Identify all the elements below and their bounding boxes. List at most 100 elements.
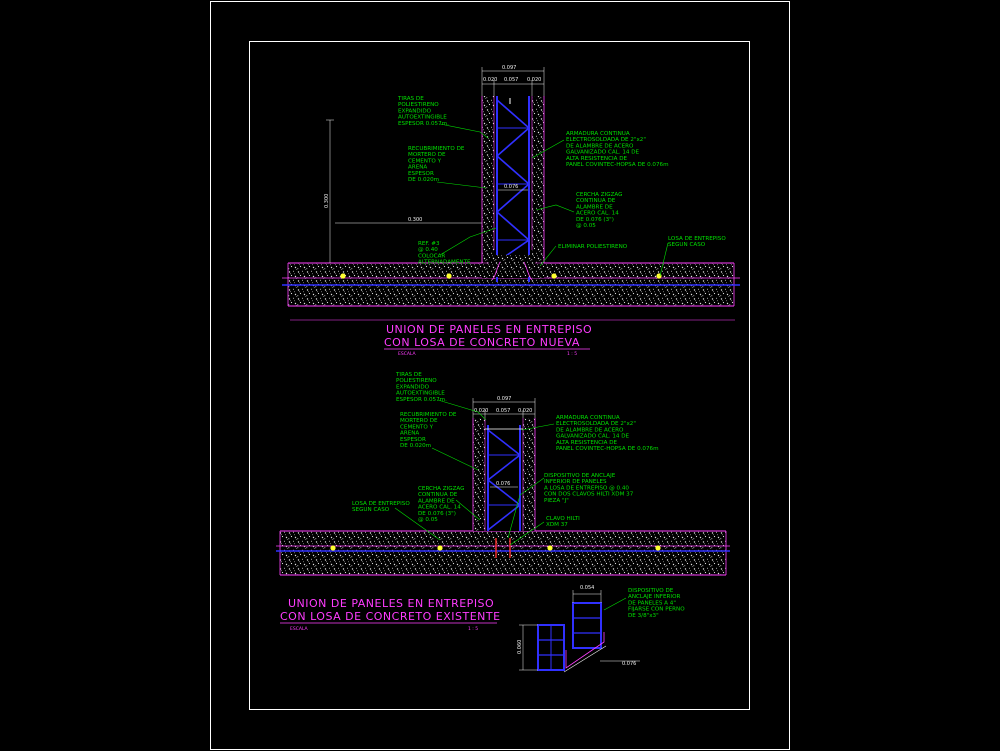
top-scale-right: 1 : 5 xyxy=(567,351,577,357)
annotation-line: XDM 37 xyxy=(546,522,568,528)
annotation-line: DE 3/8"x3" xyxy=(628,613,659,619)
annotation-line: COLOCAR xyxy=(418,253,445,259)
bottom-dim-total: 0.097 xyxy=(497,396,511,402)
annotation-line: DE ALAMBRE DE ACERO xyxy=(556,427,624,433)
bottom-scale-left: ESCALA xyxy=(290,626,309,632)
annotation-line: DISPOSITIVO DE xyxy=(628,588,674,594)
bottom-dim-left: 0.020 xyxy=(474,408,488,414)
top-leaders xyxy=(436,123,669,277)
top-wall-panel xyxy=(481,96,545,282)
annotation-line: DE 0.076 (3") xyxy=(576,217,614,223)
annotation-line: ARMADURA CONTINUA xyxy=(556,415,620,421)
annotation-line: PIEZA "J" xyxy=(544,498,569,504)
annotation-line: CEMENTO Y xyxy=(408,158,442,164)
annotation-line: GALVANIZADO CAL. 14 DE xyxy=(566,150,640,156)
bottom-scale-right: 1 : 5 xyxy=(468,626,478,632)
annotation-line: ARMADURA CONTINUA xyxy=(566,131,630,137)
bottom-slab xyxy=(276,530,730,576)
bottom-dimensions xyxy=(472,398,536,488)
annotation-line: PANEL COVINTEC-HOPSA DE 0.076m xyxy=(566,162,669,168)
annotation-line: CERCHA ZIGZAG xyxy=(418,486,464,492)
annotation-line: CERCHA ZIGZAG xyxy=(576,192,622,198)
bottom-dim-inner: 0.076 xyxy=(496,481,510,487)
annotation-line: MORTERO DE xyxy=(400,418,438,424)
annotation-line: ARENA xyxy=(400,431,419,437)
top-note-eliminar: ELIMINAR POLIESTIRENO xyxy=(558,244,628,250)
top-title-line2: CON LOSA DE CONCRETO NUEVA xyxy=(384,336,580,349)
annotation-line: ALTA RESISTENCIA DE xyxy=(566,156,628,162)
anchor-dim-height: 0.060 xyxy=(517,640,523,654)
top-dim-total: 0.097 xyxy=(502,65,516,71)
annotation-line: ALTA RESISTENCIA DE xyxy=(556,440,618,446)
annotation-line: PANEL COVINTEC-HOPSA DE 0.076m xyxy=(556,446,659,452)
annotation-line: CONTINUA DE xyxy=(418,492,458,498)
outer-sheet-frame xyxy=(210,1,790,750)
annotation-line: @ 0.05 xyxy=(576,223,596,229)
annotation-line: RECUBRIMIENTO DE xyxy=(408,146,465,152)
top-dimensions xyxy=(326,67,545,263)
annotation-line: ESPESOR 0.057m. xyxy=(398,121,449,127)
annotation-line: POLIESTIRENO xyxy=(396,378,437,384)
top-dim-mid: 0.057 xyxy=(504,77,518,83)
annotation-line: DE 0.076 (3") xyxy=(418,511,456,517)
annotation-line: LOSA DE ENTREPISO xyxy=(668,236,726,242)
annotation-line: MORTERO DE xyxy=(408,152,446,158)
annotation-line: CEMENTO Y xyxy=(400,424,434,430)
bottom-dim-mid: 0.057 xyxy=(496,408,510,414)
annotation-line: SEGUN CASO xyxy=(352,507,390,513)
annotation-line: GALVANIZADO CAL. 14 DE xyxy=(556,434,630,440)
top-dim-height: 0.300 xyxy=(324,194,330,208)
annotation-line: ACERO CAL. 14 xyxy=(576,211,619,217)
annotation-line: ESPESOR xyxy=(408,171,434,177)
annotation-line: CONTINUA DE xyxy=(576,198,616,204)
annotation-line: DE 0.020m xyxy=(408,177,439,183)
annotation-line: EXPANDIDO xyxy=(398,108,432,114)
top-dim-inner: 0.076 xyxy=(504,184,518,190)
bottom-leaders xyxy=(394,399,555,546)
annotation-line: LOSA DE ENTREPISO xyxy=(352,501,410,507)
anchor-dim-width: 0.054 xyxy=(580,585,594,591)
top-dim-right: 0.020 xyxy=(527,77,541,83)
bottom-title-line1: UNION DE PANELES EN ENTREPISO xyxy=(288,597,494,610)
annotation-line: ALAMBRE DE xyxy=(418,498,455,504)
annotation-line: ELECTROSOLDADA DE 2"x2" xyxy=(556,421,636,427)
annotation-line: DE 0.020m xyxy=(400,443,431,449)
annotation-line: ESPESOR xyxy=(400,437,426,443)
top-dim-left: 0.020 xyxy=(483,77,497,83)
bottom-title-line2: CON LOSA DE CONCRETO EXISTENTE xyxy=(280,610,501,623)
annotation-line: SEGUN CASO xyxy=(668,242,706,248)
annotation-line: A LOSA DE ENTREPISO @ 0.40 xyxy=(544,485,629,491)
annotation-line: TIRAS DE xyxy=(397,96,424,102)
annotation-line: DE ALAMBRE DE ACERO xyxy=(566,143,634,149)
annotation-line: AUTOEXTINGIBLE xyxy=(396,391,445,397)
inner-sheet-frame xyxy=(249,41,750,710)
top-scale-left: ESCALA xyxy=(398,351,417,357)
detail-top: 0.097 0.020 0.057 0.020 0.300 0.300 0.07… xyxy=(282,65,740,357)
annotation-line: ALTERNADAMENTE xyxy=(418,260,471,266)
annotation-line: @ 0.05 xyxy=(418,517,438,523)
annotation-line: ALAMBRE DE xyxy=(576,204,613,210)
annotation-line: TIRAS DE xyxy=(395,372,422,378)
annotation-line: REF. #3 xyxy=(418,241,440,247)
annotation-line: @ 0.40 xyxy=(418,247,438,253)
top-dim-width: 0.300 xyxy=(408,217,422,223)
annotation-line: ELECTROSOLDADA DE 2"x2" xyxy=(566,137,646,143)
annotation-line: DE PANELES A 4" xyxy=(628,600,676,606)
annotation-line: DISPOSITIVO DE ANCLAJE xyxy=(544,473,616,479)
annotation-line: FIJARSE CON PERNO xyxy=(628,607,685,613)
anchor-dim-offset: 0.076 xyxy=(622,661,636,667)
